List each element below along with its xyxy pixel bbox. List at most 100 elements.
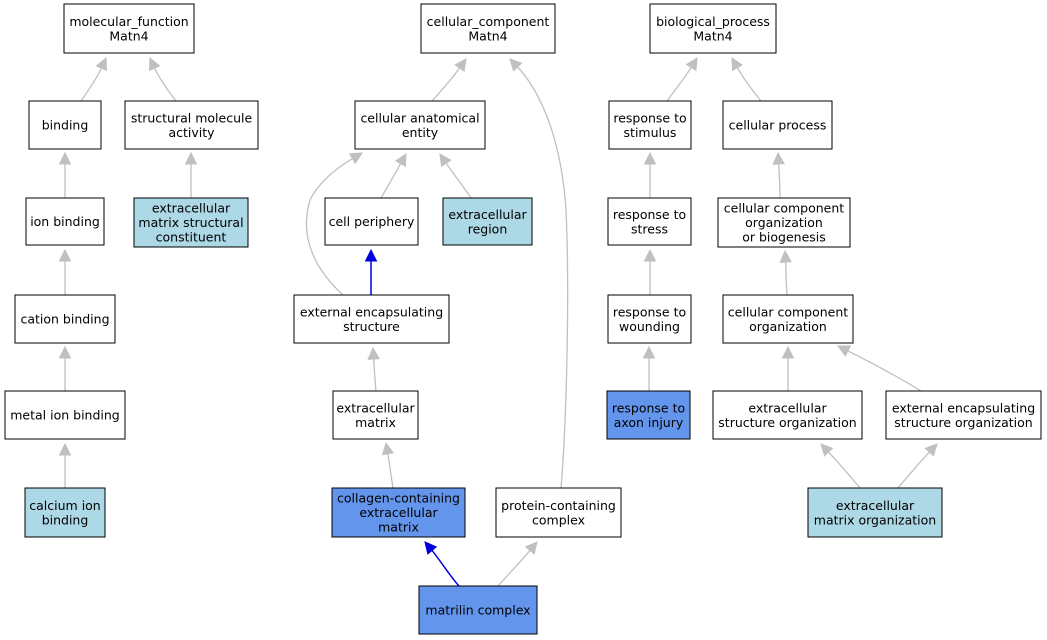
edge-cc-organization-to-cc-org-or-biogenesis-arrowhead [779,249,793,263]
edge-matrilin-complex-to-collagen-containing-ecm [430,549,460,587]
node-binding[interactable]: binding [28,100,102,150]
node-label-line: matrilin complex [425,603,530,618]
node-label-line: axon injury [614,415,684,430]
node-label-line: extracellular [336,400,415,415]
node-box [354,100,486,150]
edge-cell-periphery-to-cellular-anatomical-entity [380,162,402,199]
node-box [324,197,419,246]
node-label-line: cation binding [20,312,109,327]
node-label-line: cell periphery [329,214,415,229]
node-cellular-process[interactable]: cellular process [722,100,833,150]
node-box [649,3,777,54]
edge-cc-org-or-biogenesis-to-cellular-process [777,162,781,199]
edge-external-encapsulating-structure-to-cellular-anatomical-entity [305,157,354,296]
node-label-line: extracellular [448,207,527,222]
node-box [722,100,833,150]
edge-ecm-organization-to-external-encapsulating-structure-organization [897,450,931,489]
edge-extracellular-matrix-to-external-encapsulating-structure-arrowhead [367,346,380,360]
node-label-line: cellular_component [427,14,550,29]
node-label-line: Matn4 [109,28,148,43]
node-label-line: stress [631,221,668,236]
node-box [133,197,249,248]
node-label-line: response to [612,400,685,415]
node-label-line: activity [168,125,215,140]
node-label-line: external encapsulating [300,304,443,319]
node-label-line: biological_process [656,14,770,29]
edge-structural-molecule-activity-to-mf-root [153,66,177,102]
node-label-line: organization [749,319,827,334]
node-label-line: metal ion binding [10,408,120,423]
node-matrilin-complex[interactable]: matrilin complex [418,585,538,635]
node-label-line: protein-containing [501,498,616,513]
node-label-line: cellular process [729,118,827,133]
edge-binding-to-mf-root-arrowhead [95,56,108,72]
node-box [495,487,622,538]
edge-cell-periphery-to-cellular-anatomical-entity-arrowhead [394,153,407,168]
edge-response-to-stimulus-to-bp-root-arrowhead [685,57,698,72]
node-label-line: response to [613,207,686,222]
node-label-line: molecular_function [69,14,188,29]
edge-matrilin-complex-to-protein-containing-complex-arrowhead [524,541,538,555]
node-label-line: matrix [355,415,396,430]
node-label-line: organization [745,215,823,230]
edge-ecm-organization-to-external-encapsulating-structure-organization-arrowhead [924,443,938,457]
node-label-line: structure organization [718,415,856,430]
node-box [722,294,854,344]
node-cation-binding[interactable]: cation binding [14,294,116,344]
edge-external-encapsulating-structure-organization-to-cc-organization-arrowhead [836,345,852,357]
node-cell-periphery[interactable]: cell periphery [324,197,419,246]
node-label-line: matrix structural [138,215,243,230]
edge-cellular-anatomical-entity-to-cc-root [431,66,461,102]
node-label-line: structure [343,319,400,334]
node-box [24,487,106,538]
edge-response-to-wounding-to-response-to-stress-arrowhead [643,248,657,262]
node-label-line: extracellular [359,505,438,520]
node-label-line: cellular anatomical [360,110,479,125]
node-label-line: cellular component [724,201,844,216]
node-label-line: complex [532,512,585,527]
edge-ecm-organization-to-extracellular-structure-organization-arrowhead [820,443,834,457]
node-box [418,585,538,635]
node-metal-ion-binding[interactable]: metal ion binding [4,390,126,440]
node-label-line: wounding [619,319,680,334]
edge-cation-binding-to-ion-binding-arrowhead [58,248,72,262]
node-ion-binding[interactable]: ion binding [25,197,105,246]
edge-cellular-anatomical-entity-to-cc-root-arrowhead [454,58,467,73]
edge-matrilin-complex-to-collagen-containing-ecm-arrowhead [424,541,438,555]
edge-metal-ion-binding-to-cation-binding-arrowhead [58,345,72,359]
node-label-line: or biogenesis [742,230,826,245]
edge-collagen-containing-ecm-to-extracellular-matrix [387,452,394,489]
edge-response-to-stimulus-to-bp-root [666,66,693,102]
edge-external-encapsulating-structure-to-cellular-anatomical-entity-arrowhead [348,152,363,165]
node-label-line: response to [613,110,686,125]
edge-external-encapsulating-structure-organization-to-cc-organization [846,349,922,392]
edge-external-encapsulating-structure-to-cell-periphery-arrowhead [364,248,378,262]
node-box [607,197,692,246]
node-box [4,390,126,440]
node-label-line: binding [42,118,89,133]
edge-response-to-stress-to-response-to-stimulus-arrowhead [643,151,657,165]
edge-structural-molecule-activity-to-mf-root-arrowhead [148,56,161,72]
